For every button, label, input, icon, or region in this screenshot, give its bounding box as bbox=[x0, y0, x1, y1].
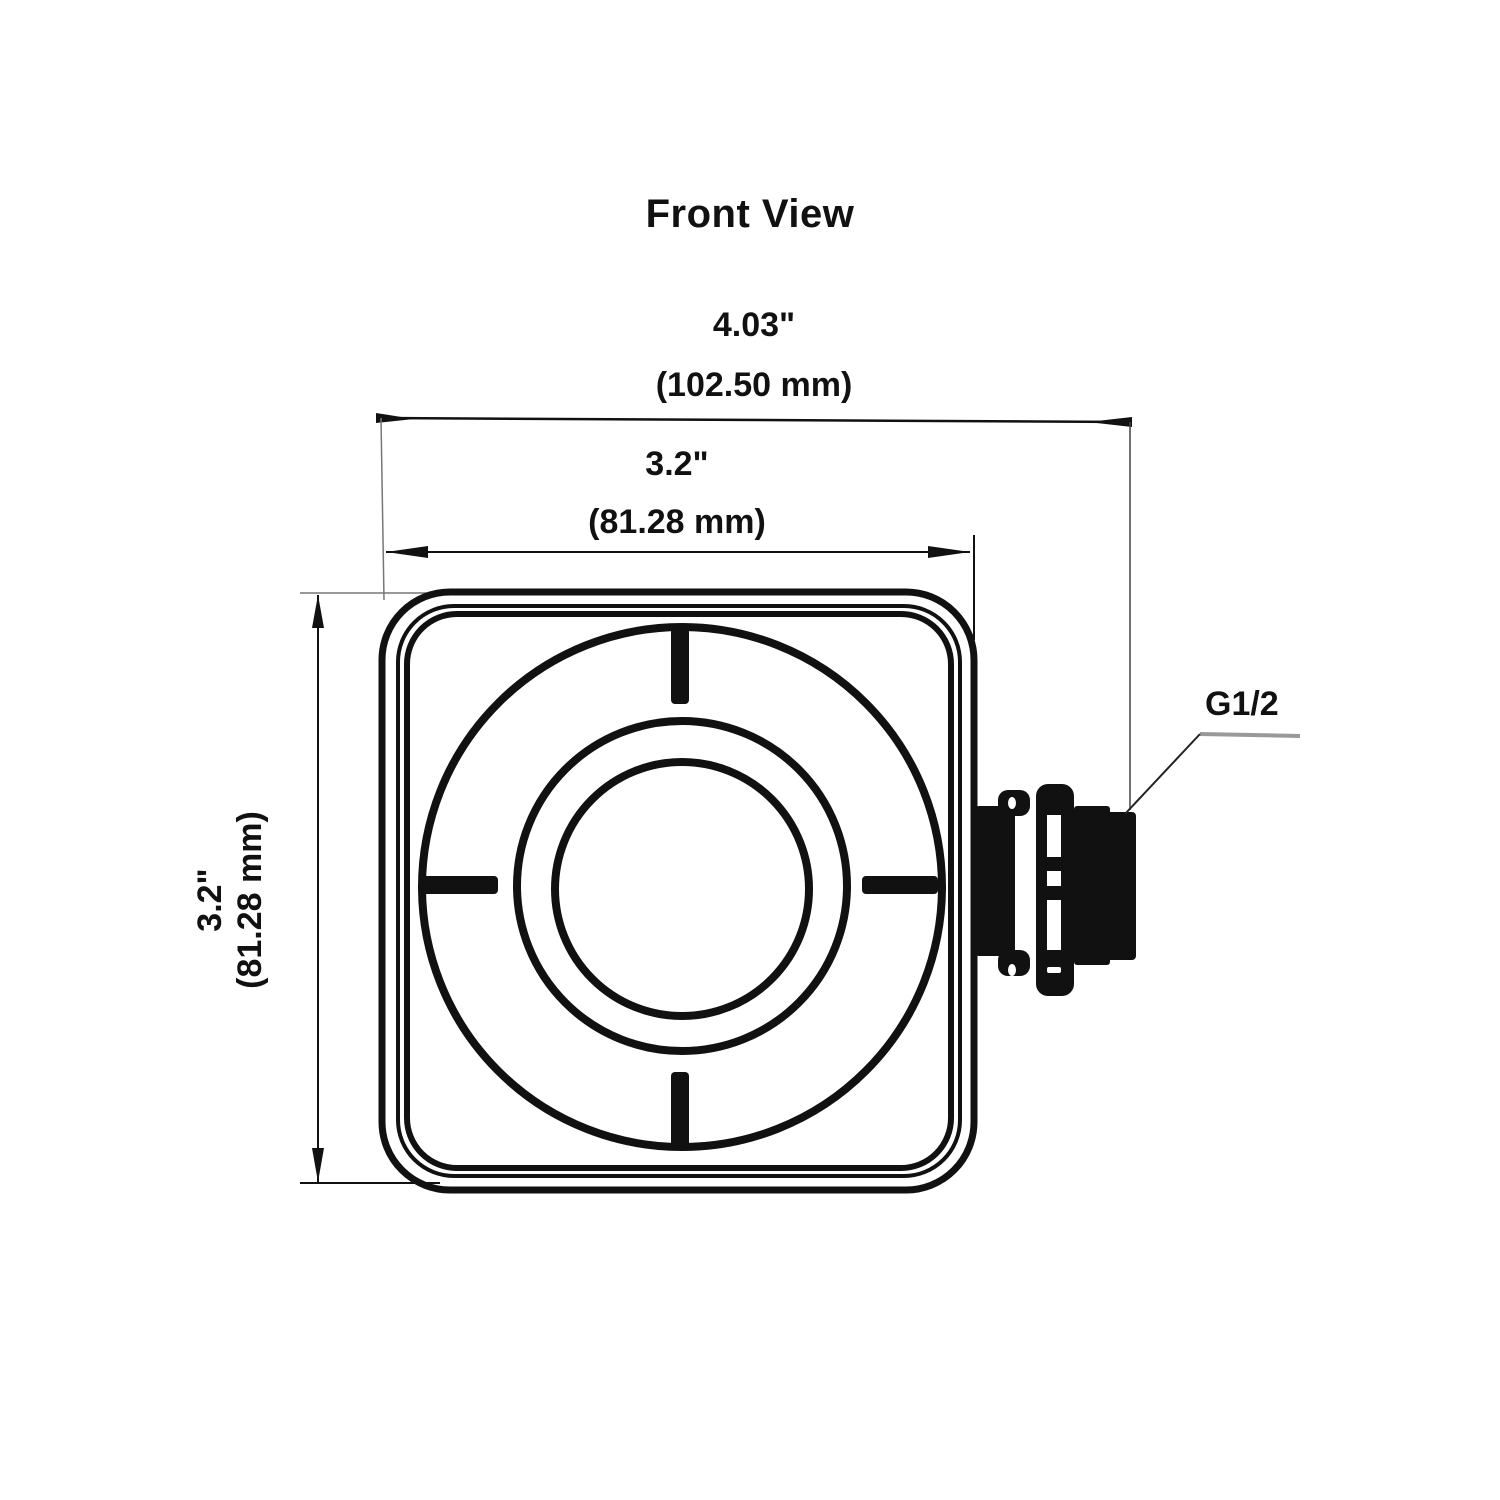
body-width-dimension-line bbox=[386, 535, 975, 640]
body-width-mm: (81.28 mm) bbox=[588, 503, 766, 541]
housing-outline bbox=[378, 588, 978, 1194]
overall-width-inches: 4.03" bbox=[712, 306, 796, 344]
inner-ring bbox=[551, 758, 813, 1020]
middle-ring bbox=[513, 717, 851, 1055]
drawing-title: Front View bbox=[645, 192, 855, 236]
alignment-ticks bbox=[422, 628, 938, 1148]
thread-callout-label: G1/2 bbox=[1205, 685, 1279, 723]
overall-width-dimension-line bbox=[376, 413, 1132, 810]
thread-callout-leader bbox=[1124, 732, 1301, 815]
body-width-inches: 3.2" bbox=[645, 445, 709, 483]
overall-width-mm: (102.50 mm) bbox=[655, 366, 853, 404]
g12-fitting bbox=[975, 784, 1136, 996]
